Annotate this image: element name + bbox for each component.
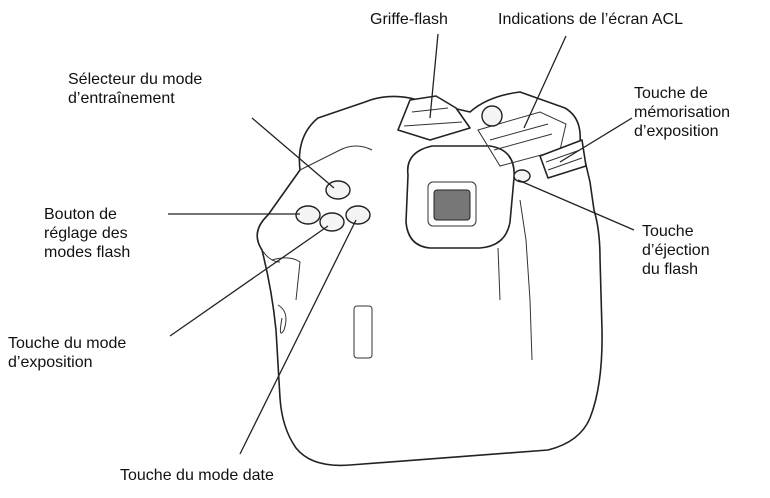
flash-popup-button — [513, 169, 531, 183]
leader-lcd — [523, 35, 567, 129]
grip-side — [261, 249, 301, 301]
side-slot — [353, 305, 373, 359]
hot-shoe-detail — [403, 107, 463, 127]
label-date-mode: Touche du mode date — [120, 467, 274, 484]
leader-ae-lock — [559, 117, 633, 163]
grip-top — [299, 145, 373, 171]
hot-shoe-shape — [397, 95, 471, 141]
label-flash-popup: Touche d’éjection du flash — [642, 223, 710, 278]
leader-exposure-mode — [169, 225, 329, 337]
date-mode-button — [345, 205, 371, 225]
label-exposure-mode: Touche du mode d’exposition — [8, 335, 127, 371]
viewfinder-window — [433, 189, 471, 221]
label-drive-mode: Sélecteur du mode d’entraînement — [68, 71, 203, 107]
lcd-lines — [489, 123, 553, 151]
exposure-mode-button — [319, 212, 345, 232]
leader-date-mode — [239, 219, 357, 455]
top-dial — [481, 105, 503, 127]
label-lcd: Indications de l’écran ACL — [498, 11, 683, 28]
label-hot-shoe: Griffe-flash — [370, 11, 448, 28]
leader-flash-popup — [517, 179, 635, 231]
label-flash-mode: Bouton de réglage des modes flash — [44, 206, 131, 261]
strap-lug — [277, 304, 287, 334]
ae-lock-ridges — [545, 149, 583, 171]
back-contour — [497, 199, 533, 361]
leader-drive-mode — [251, 117, 335, 189]
label-ae-lock: Touche de mémorisation d’exposition — [634, 85, 731, 140]
viewfinder-inner — [427, 181, 477, 227]
leader-hot-shoe — [429, 33, 439, 119]
flash-mode-button — [295, 205, 321, 225]
